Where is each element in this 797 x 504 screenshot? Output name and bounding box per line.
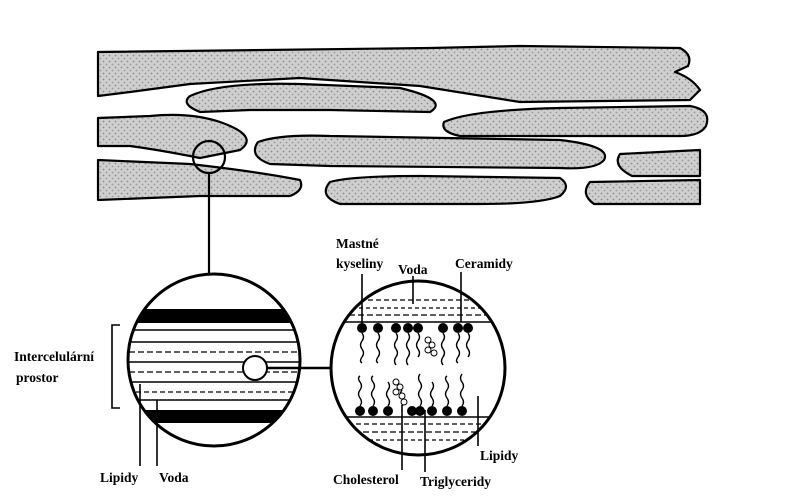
label-lipidy-right: Lipidy (480, 448, 519, 463)
corneocyte-5 (253, 134, 607, 170)
leader-lines (139, 272, 479, 472)
label-cholesterol: Cholesterol (333, 472, 399, 487)
label-mastne-line1: Mastné (336, 236, 379, 251)
label-intercelularni-line2: prostor (16, 370, 59, 385)
label-voda-top: Voda (398, 262, 428, 277)
stratum-corneum (96, 44, 709, 206)
label-ceramidy: Ceramidy (455, 256, 513, 271)
intercellular-layers-circle (126, 272, 302, 448)
label-lipidy-left: Lipidy (100, 470, 139, 485)
label-voda-bottom: Voda (159, 470, 189, 485)
corneocyte-4 (96, 113, 248, 160)
corneocyte-2 (185, 82, 437, 114)
zoom-marker-circle-2 (242, 355, 268, 381)
label-mastne-line2: kyseliny (336, 256, 384, 271)
corneocyte-3 (442, 104, 709, 138)
label-intercelularni-line1: Intercelulární (14, 349, 94, 364)
lipid-band-top (128, 309, 300, 323)
corneocyte-6 (616, 148, 702, 178)
lipid-band-bottom (128, 410, 300, 423)
corneocyte-9 (584, 178, 702, 206)
label-triglyceridy: Triglyceridy (420, 474, 491, 489)
lipid-bilayer-circle (329, 279, 507, 457)
corneocyte-1 (96, 44, 702, 104)
corneocyte-7 (96, 158, 303, 202)
corneocyte-8 (324, 174, 568, 206)
intercellular-bracket (111, 324, 120, 409)
